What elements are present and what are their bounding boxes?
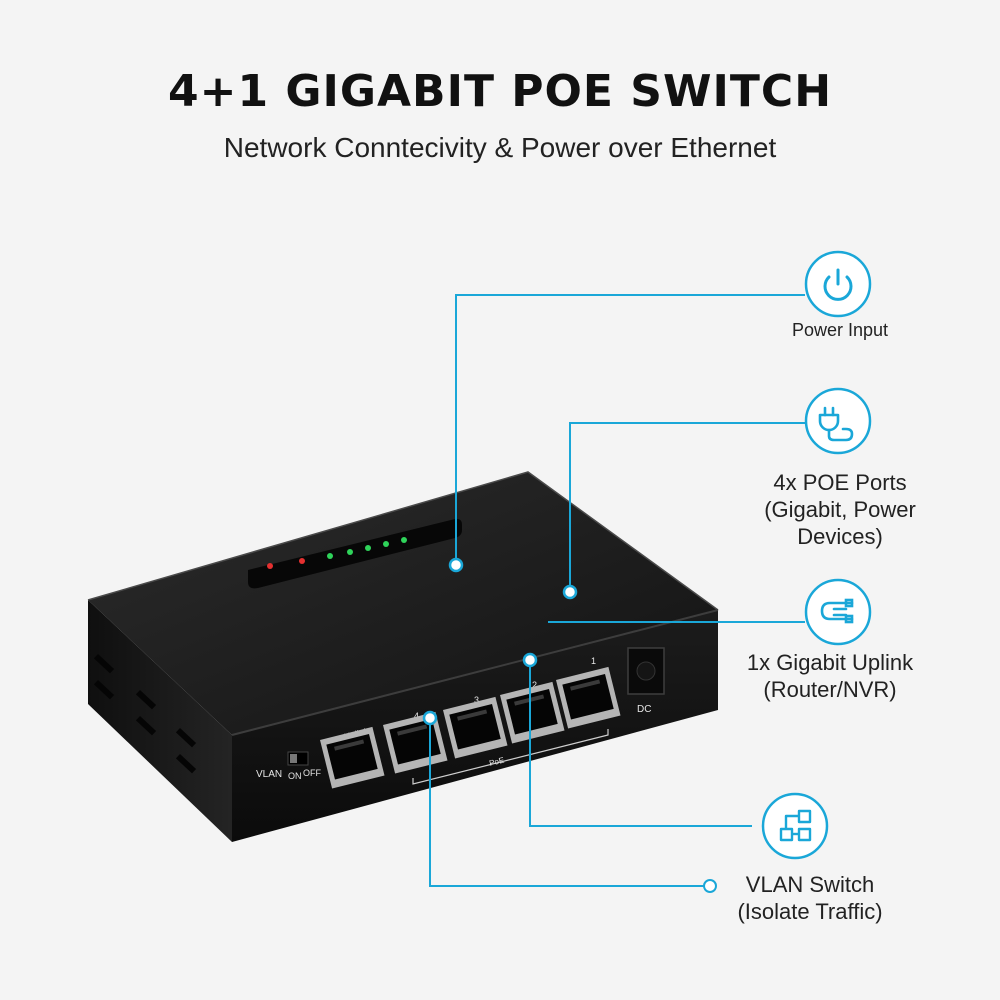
callout-line-vlan	[429, 718, 704, 887]
port-number-3: 3	[474, 695, 479, 705]
uplink-label: 1x Gigabit Uplink (Router/NVR)	[725, 650, 935, 704]
ethernet-port-1[interactable]	[556, 666, 621, 729]
poe-feature-icon	[804, 387, 872, 455]
port-number-2: 2	[532, 680, 537, 690]
poe-port-label: PoE	[488, 756, 505, 768]
callout-dot-power	[448, 557, 464, 573]
vlan-switch-label: VLAN Switch (Isolate Traffic)	[715, 872, 905, 926]
led-port-3	[365, 545, 371, 551]
callout-line-vlan-switch	[529, 660, 752, 827]
poe-ports-line3: Devices)	[797, 523, 883, 549]
power-icon	[823, 268, 853, 301]
switch-side-face	[88, 600, 232, 842]
led-vlan	[299, 558, 305, 564]
poe-ports-label: 4x POE Ports (Gigabit, Power Devices)	[740, 470, 940, 550]
led-poe	[267, 563, 273, 569]
callout-dot-uplink	[522, 652, 538, 668]
uplink-line2: (Router/NVR)	[763, 676, 897, 702]
vlan-off-label: OFF	[303, 768, 321, 778]
vlan-device-label: VLAN	[256, 769, 282, 780]
vlan-toggle[interactable]	[287, 751, 309, 766]
led-port-1	[401, 537, 407, 543]
page-title: 4+1 GIGABIT POE SWITCH	[167, 66, 833, 117]
vlan-switch-line2: (Isolate Traffic)	[737, 898, 883, 924]
ethernet-port-2[interactable]	[500, 681, 565, 744]
dc-label: DC	[637, 704, 651, 715]
uplink-feature-icon	[804, 578, 872, 646]
poe-ports-line1: 4x POE Ports	[773, 470, 907, 495]
plug-icon	[818, 406, 854, 442]
led-port-2	[383, 541, 389, 547]
callout-dot-poe	[562, 584, 578, 600]
vlan-switch-line1: VLAN Switch	[745, 872, 875, 897]
led-panel	[248, 518, 462, 589]
network-icon	[779, 809, 812, 842]
port-number-4: 4	[414, 711, 419, 721]
led-link	[327, 553, 333, 559]
dc-power-jack[interactable]	[627, 647, 665, 695]
power-input-text: Power Input	[791, 320, 889, 340]
poe-ports-line2: (Gigabit, Power	[764, 496, 916, 522]
vlan-feature-icon	[761, 792, 829, 860]
poe-bracket	[412, 729, 609, 785]
callout-dots	[422, 557, 717, 893]
vlan-on-label: ON	[288, 771, 302, 781]
ethernet-port-3[interactable]	[443, 696, 508, 759]
poe-switch: VLAN ON OFF Uplink 4 3 2 1	[87, 471, 719, 842]
switch-top-face	[88, 472, 718, 735]
callout-line-power	[455, 294, 805, 565]
power-feature-icon	[804, 250, 872, 318]
callout-lines	[429, 294, 805, 887]
ethernet-port-uplink[interactable]	[320, 726, 385, 789]
side-vents	[93, 654, 197, 774]
led-port-4	[347, 549, 353, 555]
cable-icon	[820, 598, 854, 624]
power-input-label: Power Input	[760, 320, 920, 342]
callout-dot-vlan-end	[703, 879, 717, 893]
callout-line-poe	[569, 422, 805, 592]
ethernet-port-4[interactable]	[383, 711, 448, 774]
ethernet-ports	[320, 666, 621, 789]
page-subtitle: Network Conntecivity & Power over Ethern…	[223, 132, 777, 163]
uplink-line1: 1x Gigabit Uplink	[746, 650, 914, 675]
callout-dot-vlan	[422, 710, 438, 726]
port-number-1: 1	[591, 656, 596, 666]
